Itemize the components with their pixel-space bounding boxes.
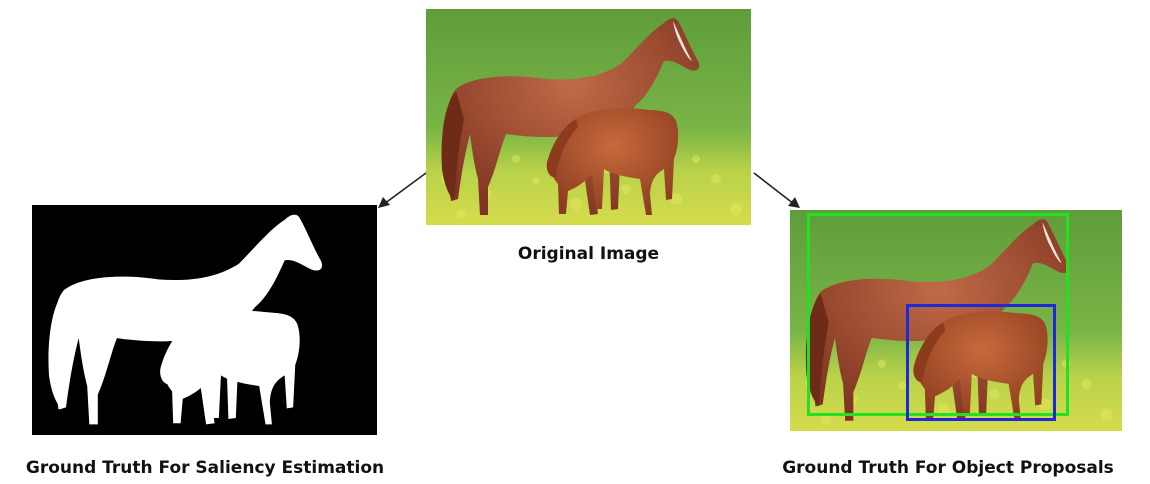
horse-and-foal-photo (426, 9, 751, 225)
object-proposals-caption: Ground Truth For Object Proposals (748, 458, 1148, 478)
inner-bounding-box (906, 304, 1056, 421)
original-image-caption: Original Image (426, 244, 751, 264)
binary-saliency-mask (32, 205, 377, 435)
object-proposals-image (790, 210, 1122, 431)
saliency-caption: Ground Truth For Saliency Estimation (0, 458, 410, 478)
saliency-mask (32, 205, 377, 435)
arrow-icon-left (372, 168, 432, 212)
arrow-icon-right (748, 168, 808, 212)
original-image (426, 9, 751, 225)
